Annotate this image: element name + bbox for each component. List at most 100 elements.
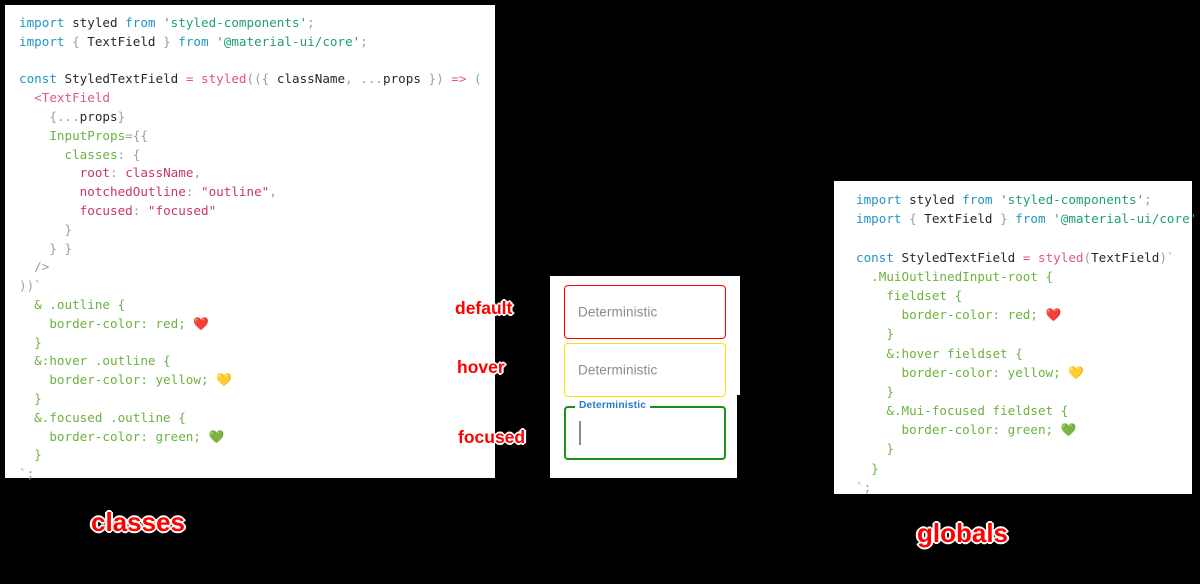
code-token: & .outline { xyxy=(19,296,126,312)
code-token: { xyxy=(19,108,57,124)
code-token: } xyxy=(19,221,73,237)
code-token xyxy=(19,147,65,162)
heart-emoji: 💛 xyxy=(216,372,232,388)
code-token: from xyxy=(1015,211,1054,227)
code-line: fieldset { xyxy=(856,286,1192,305)
code-line: border-color: green; 💚 xyxy=(856,420,1192,439)
textfield-default[interactable]: Deterministic xyxy=(564,285,726,339)
textfield-default-placeholder: Deterministic xyxy=(578,304,658,320)
card-notch xyxy=(737,395,741,478)
code-token: TextField xyxy=(1091,249,1160,265)
code-token: border-color: green; xyxy=(856,422,1061,438)
code-token: '@material-ui/core' xyxy=(1053,211,1198,227)
code-token: } xyxy=(19,334,42,350)
textfield-focused[interactable]: Deterministic xyxy=(564,400,726,460)
textfield-hover[interactable]: Deterministic xyxy=(564,343,726,397)
code-line: import styled from 'styled-components'; xyxy=(856,190,1192,209)
code-line: classes: { xyxy=(19,146,495,165)
code-line: &:hover fieldset { xyxy=(856,344,1192,363)
code-token: } xyxy=(856,326,894,342)
heart-emoji: ❤️ xyxy=(193,315,210,331)
code-token: ... xyxy=(360,71,384,87)
code-token: 'styled-components' xyxy=(163,15,308,30)
textfield-hover-placeholder: Deterministic xyxy=(578,362,658,378)
code-line: <TextField xyxy=(19,89,495,108)
code-line: const StyledTextField = styled(({ classN… xyxy=(19,70,495,89)
code-line: ))` xyxy=(19,277,495,296)
code-token: "focused" xyxy=(147,202,217,218)
code-token: } xyxy=(155,33,179,49)
code-token: } xyxy=(856,460,879,476)
code-token: 'styled-components' xyxy=(1000,192,1145,207)
code-line: } xyxy=(19,221,495,240)
code-token: styled xyxy=(72,15,126,30)
code-line: } } xyxy=(19,240,495,259)
annotation-focused: focused xyxy=(458,427,526,447)
code-token: props xyxy=(79,108,118,124)
code-token: "outline" xyxy=(201,184,270,200)
code-token: import xyxy=(856,211,910,227)
code-line: .MuiOutlinedInput-root { xyxy=(856,267,1192,286)
code-token: } xyxy=(992,211,1016,227)
code-token: , xyxy=(193,165,202,181)
code-token: TextField xyxy=(924,211,993,227)
code-token: styled xyxy=(1038,249,1084,265)
code-token: , xyxy=(345,71,361,87)
code-line: const StyledTextField = styled(TextField… xyxy=(856,248,1192,267)
code-line: } xyxy=(856,439,1192,458)
code-line: {...props} xyxy=(19,108,495,127)
code-line: &.focused .outline { xyxy=(19,409,495,428)
code-token: : xyxy=(110,165,126,181)
code-token: InputProps xyxy=(49,127,126,143)
code-token: ; xyxy=(1144,192,1152,207)
code-line: /> xyxy=(19,258,495,277)
code-token: const xyxy=(856,249,902,265)
code-token: const xyxy=(19,71,65,87)
code-token: className xyxy=(276,71,346,87)
code-line: &.Mui-focused fieldset { xyxy=(856,401,1192,420)
code-token: { xyxy=(909,211,925,227)
code-token: ; xyxy=(360,33,368,49)
code-token: < xyxy=(19,90,42,106)
code-token: &:hover .outline { xyxy=(19,353,171,369)
heart-emoji: 💚 xyxy=(208,428,225,444)
code-token: import xyxy=(19,15,73,30)
code-token: = xyxy=(1022,249,1038,265)
code-line: } xyxy=(19,390,495,409)
code-token: = xyxy=(185,71,201,87)
code-line xyxy=(19,52,495,71)
code-line: &:hover .outline { xyxy=(19,352,495,371)
code-token: ( xyxy=(1083,249,1092,265)
code-token: } xyxy=(856,383,894,399)
code-token: ( xyxy=(474,71,482,87)
code-token: } } xyxy=(19,240,73,256)
code-token: styled xyxy=(201,71,247,87)
code-token: `; xyxy=(19,466,35,482)
code-token: TextField xyxy=(87,33,156,49)
code-token: TextField xyxy=(41,90,110,106)
code-line: notchedOutline: "outline", xyxy=(19,183,495,202)
code-line: } xyxy=(856,459,1192,478)
code-line: } xyxy=(856,324,1192,343)
code-line: } xyxy=(19,446,495,465)
code-token: ; xyxy=(1197,211,1200,226)
code-token xyxy=(19,203,80,218)
code-token: : xyxy=(117,146,133,162)
code-token xyxy=(19,165,80,180)
heart-emoji: 💛 xyxy=(1068,364,1084,380)
code-token: props xyxy=(383,71,421,87)
code-line: } xyxy=(19,334,495,353)
text-caret xyxy=(579,421,582,445)
code-token: { xyxy=(261,71,277,87)
code-token: &:hover fieldset { xyxy=(856,345,1023,361)
code-token: &.Mui-focused fieldset { xyxy=(856,403,1069,419)
heart-emoji: ❤️ xyxy=(1045,307,1062,323)
code-token: StyledTextField xyxy=(901,249,1023,265)
code-line: `; xyxy=(19,465,495,484)
code-line: import { TextField } from '@material-ui/… xyxy=(856,209,1200,228)
caption-globals: globals xyxy=(917,518,1009,548)
code-token: ... xyxy=(56,108,80,124)
code-line: focused: "focused" xyxy=(19,202,495,221)
code-line: border-color: red; ❤️ xyxy=(856,305,1192,324)
